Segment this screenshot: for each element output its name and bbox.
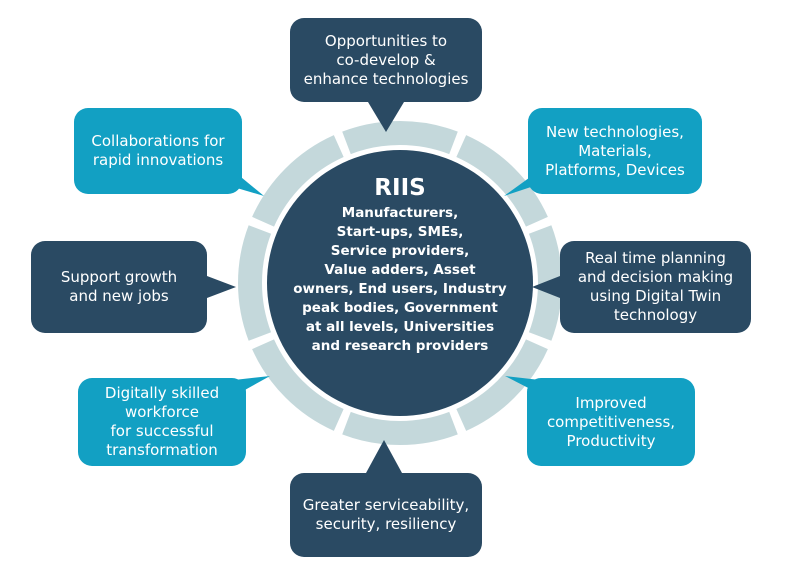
ring-segment: [456, 339, 548, 431]
node-text-competitiveness: Improved competitiveness, Productivity: [527, 378, 695, 466]
node-text-serviceability: Greater serviceability, security, resili…: [290, 473, 482, 557]
ring-segment: [252, 135, 344, 227]
center-line: Value adders, Asset: [324, 262, 476, 278]
node-line: for successful: [110, 422, 214, 440]
center-title: RIIS: [374, 175, 426, 201]
node-box-serviceability: [290, 440, 482, 557]
node-box-pointer: [532, 276, 560, 298]
node-box-body: [528, 108, 702, 194]
node-box-collaborations: [74, 108, 264, 196]
node-line: Opportunities to: [324, 31, 448, 50]
node-line: Digitally skilled: [104, 384, 220, 402]
node-line: Platforms, Devices: [545, 160, 685, 179]
node-box-growth-jobs: [31, 241, 236, 333]
node-line: Improved: [575, 393, 647, 412]
node-line: Materials,: [578, 141, 652, 160]
node-box-body: [78, 378, 246, 466]
node-line: and decision making: [577, 268, 734, 286]
node-line: using Digital Twin: [589, 287, 722, 305]
node-box-skilled-workforce: [78, 376, 270, 466]
node-box-body: [74, 108, 242, 194]
ring-segment: [238, 225, 272, 341]
center-line: at all levels, Universities: [305, 319, 495, 335]
node-line: Greater serviceability,: [302, 496, 470, 514]
node-line: co-develop &: [336, 50, 436, 69]
node-text-co-develop: Opportunities to co-develop & enhance te…: [290, 18, 482, 102]
node-box-digital-twin: [532, 241, 751, 333]
ring-segment: [342, 120, 458, 155]
outer-ring: [238, 120, 563, 445]
node-text-growth-jobs: Support growth and new jobs: [31, 241, 207, 333]
node-line: workforce: [124, 403, 200, 421]
center-line: owners, End users, Industry: [293, 281, 507, 297]
node-line: New technologies,: [546, 122, 684, 141]
node-boxes: [31, 18, 751, 557]
node-line: enhance technologies: [303, 69, 469, 88]
node-text-new-technologies: New technologies, Materials, Platforms, …: [528, 108, 702, 194]
node-box-pointer: [207, 276, 236, 298]
node-box-pointer: [366, 440, 402, 473]
node-box-new-technologies: [504, 108, 702, 196]
node-box-pointer: [368, 102, 404, 132]
node-box-body: [31, 241, 207, 333]
node-line: Collaborations for: [91, 132, 225, 150]
node-text-collaborations: Collaborations for rapid innovations: [74, 108, 242, 194]
node-line: Real time planning: [585, 249, 726, 267]
center-circle: [267, 150, 533, 416]
node-line: security, resiliency: [315, 515, 457, 533]
center-line: Start-ups, SMEs,: [336, 224, 464, 240]
node-line: Support growth: [60, 268, 178, 286]
ring-segment: [252, 339, 344, 431]
center-line: and research providers: [311, 338, 489, 354]
node-line: rapid innovations: [92, 151, 224, 169]
node-box-body: [290, 473, 482, 557]
node-text-digital-twin: Real time planning and decision making u…: [560, 241, 751, 333]
node-box-body: [527, 378, 695, 466]
node-line: transformation: [106, 441, 218, 459]
ring-segment: [342, 411, 458, 445]
node-line: competitiveness,: [546, 412, 676, 431]
center-line: peak bodies, Government: [302, 300, 498, 316]
center-description: Manufacturers, Start-ups, SMEs, Service …: [258, 204, 542, 356]
center-line: Manufacturers,: [341, 205, 459, 221]
node-box-co-develop: [290, 18, 482, 132]
ring-segment: [456, 135, 548, 227]
center-line: Service providers,: [330, 243, 470, 259]
node-box-competitiveness: [505, 376, 695, 466]
node-line: technology: [613, 306, 698, 324]
node-line: and new jobs: [69, 287, 169, 305]
node-box-body: [560, 241, 751, 333]
node-box-body: [290, 18, 482, 102]
node-line: Productivity: [566, 431, 656, 450]
node-text-skilled-workforce: Digitally skilled workforce for successf…: [78, 378, 246, 466]
